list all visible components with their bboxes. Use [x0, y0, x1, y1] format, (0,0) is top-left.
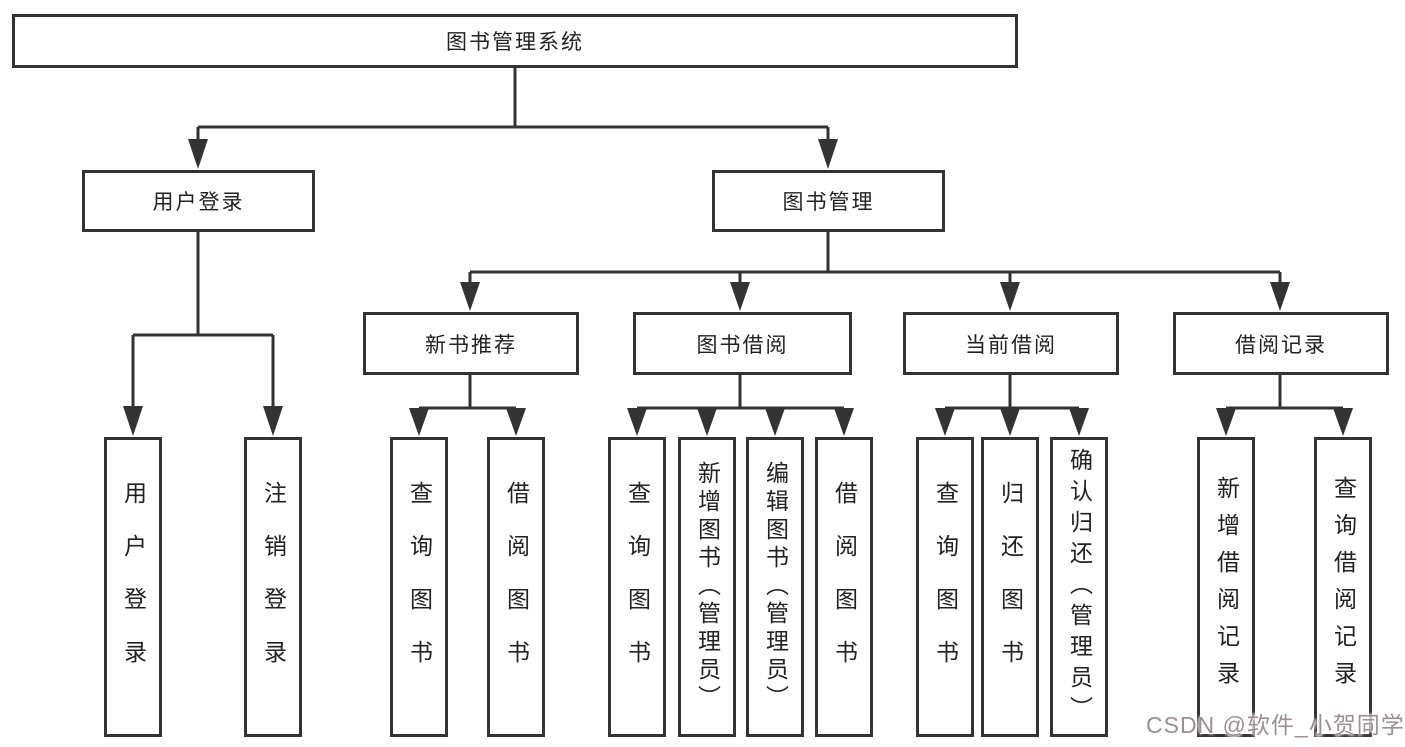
arrow-icon [697, 408, 717, 436]
leaf-recommend-borrow-books: 借阅图书 [487, 437, 545, 737]
arrow-icon [834, 408, 854, 436]
node-root-system: 图书管理系统 [12, 14, 1018, 68]
leaf-borrow-books: 借阅图书 [815, 437, 873, 737]
leaf-add-books-admin: 新增图书（管理员） [678, 437, 736, 737]
csdn-watermark: CSDN @软件_小贺同学 [1146, 712, 1405, 738]
arrow-icon [1069, 408, 1089, 436]
arrow-icon [1000, 282, 1020, 311]
arrow-icon [1270, 282, 1290, 311]
node-user-login: 用户登录 [82, 170, 315, 232]
arrow-icon [460, 282, 480, 311]
arrow-icon [1000, 408, 1020, 436]
leaf-add-borrow-record: 新增借阅记录 [1197, 437, 1255, 737]
arrow-icon [765, 408, 785, 436]
node-new-book-recommend: 新书推荐 [363, 312, 579, 375]
node-current-borrowing: 当前借阅 [903, 312, 1119, 375]
arrow-icon [409, 408, 429, 436]
arrow-icon [730, 282, 750, 311]
leaf-logout: 注销登录 [244, 437, 302, 737]
leaf-confirm-return-admin: 确认归还（管理员） [1050, 437, 1108, 737]
node-book-borrowing: 图书借阅 [633, 312, 852, 375]
leaf-borrow-query-books: 查询图书 [608, 437, 666, 737]
arrow-icon [1216, 408, 1236, 436]
node-book-management: 图书管理 [712, 170, 945, 232]
arrow-icon [188, 139, 208, 169]
leaf-current-query-books: 查询图书 [916, 437, 974, 737]
arrow-icon [627, 408, 647, 436]
arrow-icon [818, 139, 838, 169]
arrow-icon [123, 406, 143, 436]
leaf-user-login: 用户登录 [104, 437, 162, 737]
arrow-icon [263, 406, 283, 436]
leaf-return-books: 归还图书 [981, 437, 1039, 737]
leaf-recommend-query-books: 查询图书 [390, 437, 448, 737]
arrow-icon [506, 408, 526, 436]
arrowheads [123, 139, 1353, 436]
leaf-edit-books-admin: 编辑图书（管理员） [746, 437, 804, 737]
arrow-icon [935, 408, 955, 436]
arrow-icon [1333, 408, 1353, 436]
leaf-query-borrow-record: 查询借阅记录 [1314, 437, 1372, 737]
node-borrowing-records: 借阅记录 [1173, 312, 1389, 375]
